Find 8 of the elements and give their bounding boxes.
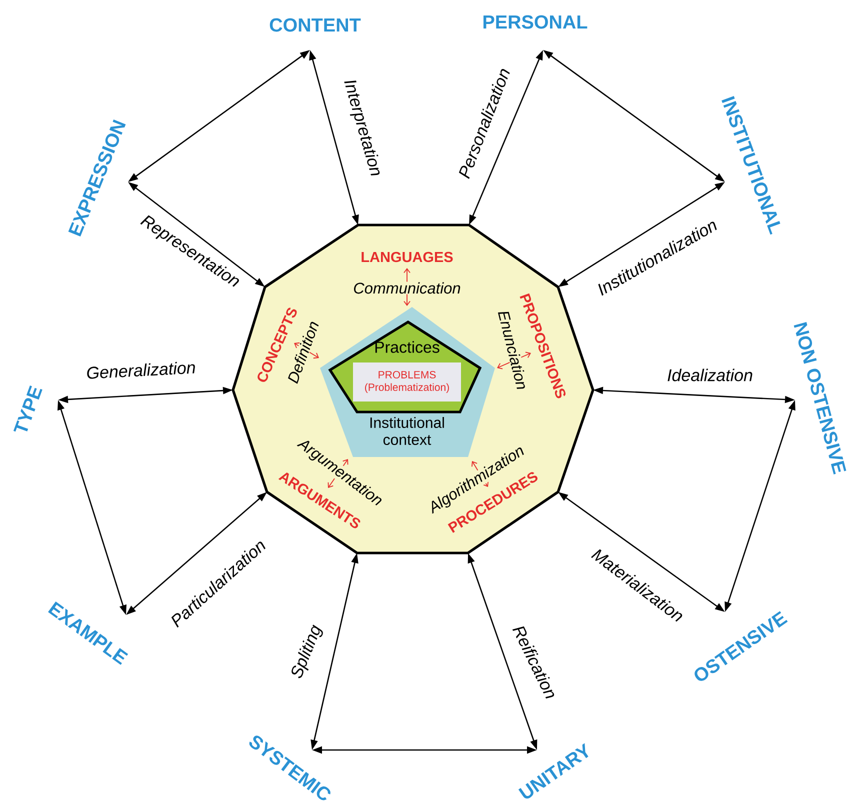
problems-box: PROBLEMS (Problematization) <box>353 362 461 402</box>
edge-label: Generalization <box>85 360 197 380</box>
edge-label: Communication <box>352 282 462 294</box>
component-label: LANGUAGES <box>362 252 453 262</box>
edge-label: Idealization <box>666 368 754 382</box>
category-label: TYPE <box>13 386 42 432</box>
category-label: PERSONAL <box>484 15 588 29</box>
category-label: CONTENT <box>270 18 361 32</box>
